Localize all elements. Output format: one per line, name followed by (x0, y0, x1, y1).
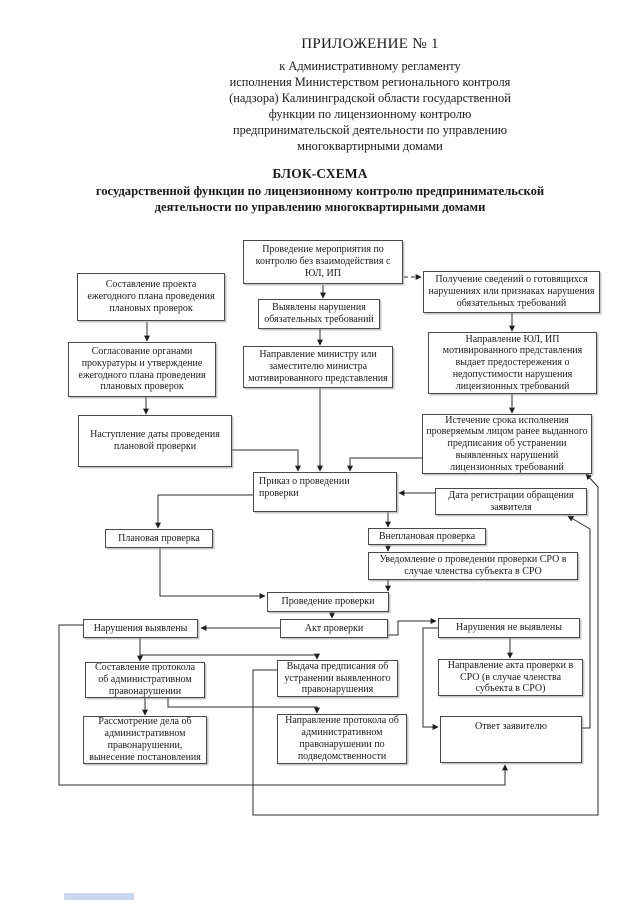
flow-node-label: Истечение срока исполнения проверяемым л… (426, 414, 588, 473)
flow-node-label: Проведение проверки (281, 596, 375, 608)
flow-edge-e6 (232, 449, 301, 472)
flow-edge-e19 (388, 618, 437, 636)
flow-edge-e27 (252, 473, 599, 816)
flow-edge-e21 (140, 653, 320, 660)
flow-node-planned-date-arrival: Наступление даты проведения плановой про… (78, 415, 232, 467)
flow-edge-e12 (155, 494, 253, 529)
flow-node-act-to-sro: Направление акта проверки в СРО (в случа… (438, 659, 583, 696)
flow-node-inspection-act: Акт проверки (280, 619, 388, 638)
flow-node-violations-found: Нарушения выявлены (83, 619, 198, 638)
flow-node-label: Плановая проверка (118, 532, 200, 544)
flow-node-planned-inspection: Плановая проверка (105, 529, 213, 548)
flow-node-inspection-order: Приказ о проведении проверки (253, 472, 397, 512)
flow-node-warning-issued: Направление ЮЛ, ИП мотивированного предс… (428, 332, 597, 394)
flow-node-motivated-submission-minister: Направление министру или заместителю мин… (243, 346, 393, 388)
flow-node-label: Уведомление о проведении проверки СРО в … (379, 554, 567, 577)
flow-node-label: Выявлены нарушения обязательных требован… (264, 302, 374, 325)
flow-node-label: Получение сведений о готовящихся нарушен… (428, 274, 595, 309)
flow-node-label: Ответ заявителю (475, 721, 547, 732)
flow-node-draft-annual-plan: Составление проекта ежегодного плана про… (77, 273, 225, 321)
flow-node-label: Составление протокола об административно… (94, 662, 196, 697)
regulation-line: исполнения Министерством регионального к… (229, 75, 511, 89)
flow-node-control-event: Проведение мероприятия по контролю без в… (243, 240, 403, 284)
flow-node-label: Дата регистрации обращения заявителя (448, 489, 574, 513)
regulation-line: функции по лицензионному контролю (268, 107, 472, 121)
flow-node-violations-not-found: Нарушения не выявлены (438, 618, 580, 638)
regulation-line: (надзора) Калининградской области госуда… (229, 91, 511, 105)
flow-node-label: Акт проверки (304, 622, 364, 634)
flow-node-label: Выдача предписания об устранении выявлен… (284, 660, 391, 696)
flow-edge-e16 (159, 548, 266, 599)
flow-node-application-registration-date: Дата регистрации обращения заявителя (435, 488, 587, 515)
flow-node-reply-to-applicant: Ответ заявителю (440, 716, 582, 763)
flow-node-label: Нарушения не выявлены (456, 622, 562, 634)
scheme-title: БЛОК-СХЕМА (272, 166, 368, 181)
flow-node-label: Направление ЮЛ, ИП мотивированного предс… (442, 333, 583, 392)
appendix-title: ПРИЛОЖЕНИЕ № 1 (301, 36, 439, 52)
flow-node-info-received: Получение сведений о готовящихся нарушен… (423, 271, 600, 313)
flow-edge-e26 (58, 624, 508, 786)
flow-node-label: Проведение мероприятия по контролю без в… (255, 244, 391, 279)
flow-node-label: Направление министру или заместителю мин… (248, 349, 388, 384)
scheme-title-block: БЛОК-СХЕМА государственной функции по ли… (10, 166, 630, 216)
regulation-line: к Административному регламенту (279, 59, 461, 73)
flow-node-label: Направление акта проверки в СРО (в случа… (447, 659, 574, 695)
flow-node-label: Составление проекта ежегодного плана про… (87, 279, 215, 314)
flow-node-order-issue: Выдача предписания об устранении выявлен… (277, 660, 398, 697)
flow-node-protocol-forwarding: Направление протокола об административно… (277, 714, 407, 764)
flow-node-prosecutor-approval: Согласование органами прокуратуры и утве… (68, 342, 216, 397)
flow-node-label: Рассмотрение дела об административном пр… (89, 716, 201, 763)
flow-edge-e23 (167, 698, 320, 714)
flow-node-unplanned-inspection: Внеплановая проверка (368, 528, 486, 545)
flow-node-sro-notification: Уведомление о проведении проверки СРО в … (368, 552, 578, 580)
flow-node-label: Нарушения выявлены (93, 622, 188, 634)
flow-edge-e28 (567, 515, 591, 729)
regulation-line: многоквартирными домами (297, 139, 443, 153)
flow-node-protocol-drafting: Составление протокола об административно… (85, 662, 205, 698)
regulation-header: к Административному регламенту исполнени… (100, 58, 640, 154)
flow-node-inspection-conduct: Проведение проверки (267, 592, 389, 612)
scheme-subtitle-line1: государственной функции по лицензионному… (95, 183, 545, 198)
flow-node-label: Внеплановая проверка (378, 530, 476, 542)
flow-edge-e7 (347, 457, 422, 472)
flow-edge-e25 (422, 627, 439, 730)
flow-node-deadline-expiry: Истечение срока исполнения проверяемым л… (422, 414, 592, 474)
scheme-subtitle-line2: деятельности по управлению многоквартирн… (154, 200, 486, 214)
flow-node-label: Наступление даты проведения плановой про… (90, 429, 220, 452)
flow-node-violations-found-initial: Выявлены нарушения обязательных требован… (258, 299, 380, 329)
flow-node-label: Направление протокола об административно… (285, 715, 399, 762)
flow-node-label: Приказ о проведении проверки (259, 476, 350, 499)
flow-node-label: Согласование органами прокуратуры и утве… (78, 345, 206, 393)
flow-node-case-review: Рассмотрение дела об административном пр… (83, 716, 207, 764)
regulation-line: предпринимательской деятельности по упра… (232, 123, 508, 137)
watermark-strip (64, 893, 134, 900)
